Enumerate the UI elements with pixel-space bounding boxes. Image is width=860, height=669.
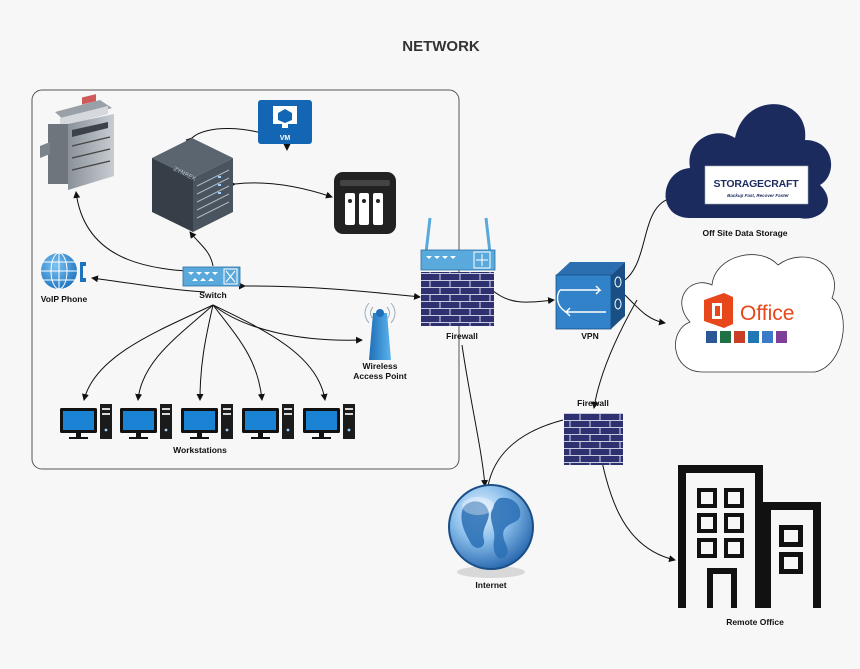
wireless-access-point-icon: [364, 302, 396, 360]
link-vpn-remotefw: [591, 299, 638, 409]
firewall-icon: [564, 413, 623, 465]
workstation-icon: [60, 404, 112, 439]
server-rack-icon: ZYNREX: [152, 138, 233, 232]
building-icon: [678, 465, 821, 608]
workstations-label: Workstations: [173, 445, 227, 455]
workstation-icon: [120, 404, 172, 439]
link-vpn-storage: [624, 195, 673, 281]
storagecraft-tagline: Backup Fast, Recover Faster: [727, 193, 789, 198]
link-switch-wap: [212, 304, 363, 344]
office-cloud: [675, 254, 844, 373]
link-switch-ws3: [196, 304, 214, 401]
link-switch-ws1: [82, 304, 214, 401]
voip-label: VoIP Phone: [41, 294, 88, 304]
link-vpn-office: [624, 294, 666, 326]
office-wordmark: Office: [740, 302, 794, 325]
link-firewall-internet: [461, 344, 488, 487]
workstation-icon: [303, 404, 355, 439]
vm-label: VM: [280, 135, 291, 142]
link-server-nas: [228, 181, 333, 199]
wap-label-line1: Wireless: [363, 361, 398, 371]
workstation-icon: [242, 404, 294, 439]
link-switch-ws4: [212, 304, 265, 401]
connectors: [73, 128, 676, 563]
firewall-icon: [421, 272, 494, 326]
diagram-title: NETWORK: [402, 38, 480, 55]
switch-icon: [182, 266, 241, 287]
link-switch-ws2: [135, 304, 214, 401]
office-logo-icon: Office: [704, 293, 794, 343]
link-switch-ws5: [212, 304, 328, 401]
voip-phone-icon: [41, 252, 86, 290]
firewall-remote-label: Firewall: [577, 398, 609, 408]
vm-icon: VM: [258, 100, 312, 144]
storagecraft-wordmark: STORAGECRAFT: [714, 178, 800, 190]
workstations-group: [60, 404, 355, 439]
internet-label: Internet: [475, 580, 506, 590]
globe-icon: [448, 484, 534, 578]
vpn-icon: [555, 262, 625, 330]
vpn-label: VPN: [581, 331, 598, 341]
link-switch-server: [189, 231, 214, 267]
link-switch-voip: [91, 275, 206, 293]
switch-label: Switch: [199, 290, 226, 300]
workstation-icon: [181, 404, 233, 439]
link-remotefw-internet: [487, 419, 564, 487]
offsite-storage-label: Off Site Data Storage: [702, 228, 787, 238]
remote-office-label: Remote Office: [726, 617, 784, 627]
storagecraft-logo: STORAGECRAFT Backup Fast, Recover Faster: [704, 165, 809, 205]
link-switch-firewall: [238, 282, 421, 300]
wap-label-line2: Access Point: [353, 371, 407, 381]
firewall-main-label: Firewall: [446, 331, 478, 341]
link-firewall-vpn: [485, 283, 555, 305]
router-icon: [420, 217, 496, 271]
nas-icon: [334, 172, 396, 234]
printer-icon: [40, 94, 114, 190]
